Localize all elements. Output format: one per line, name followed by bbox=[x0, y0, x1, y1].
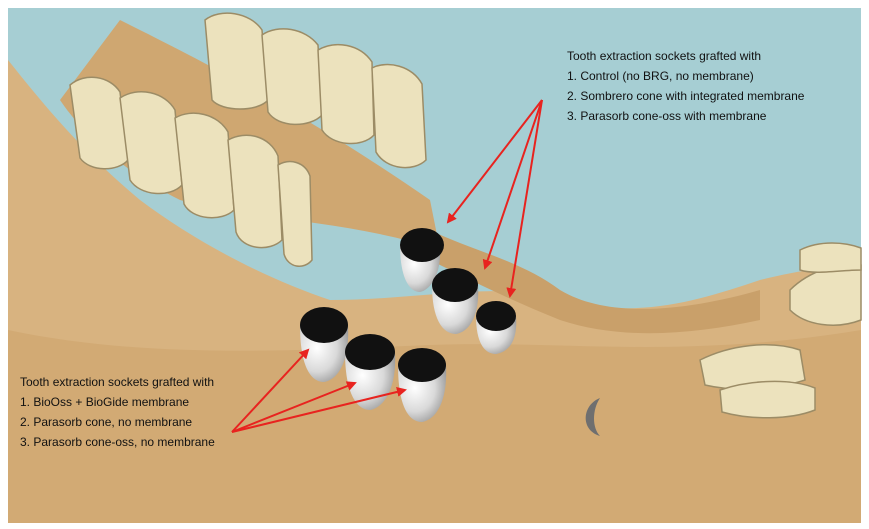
lower-callout: Tooth extraction sockets grafted with 1.… bbox=[20, 372, 215, 452]
upper-callout-item: 3. Parasorb cone-oss with membrane bbox=[567, 106, 804, 126]
upper-callout-item: 1. Control (no BRG, no membrane) bbox=[567, 66, 804, 86]
upper-callout-heading: Tooth extraction sockets grafted with bbox=[567, 46, 804, 66]
upper-callout: Tooth extraction sockets grafted with 1.… bbox=[567, 46, 804, 126]
lower-callout-item: 2. Parasorb cone, no membrane bbox=[20, 412, 215, 432]
lower-callout-heading: Tooth extraction sockets grafted with bbox=[20, 372, 215, 392]
upper-callout-item: 2. Sombrero cone with integrated membran… bbox=[567, 86, 804, 106]
lower-callout-item: 1. BioOss + BioGide membrane bbox=[20, 392, 215, 412]
lower-callout-item: 3. Parasorb cone-oss, no membrane bbox=[20, 432, 215, 452]
